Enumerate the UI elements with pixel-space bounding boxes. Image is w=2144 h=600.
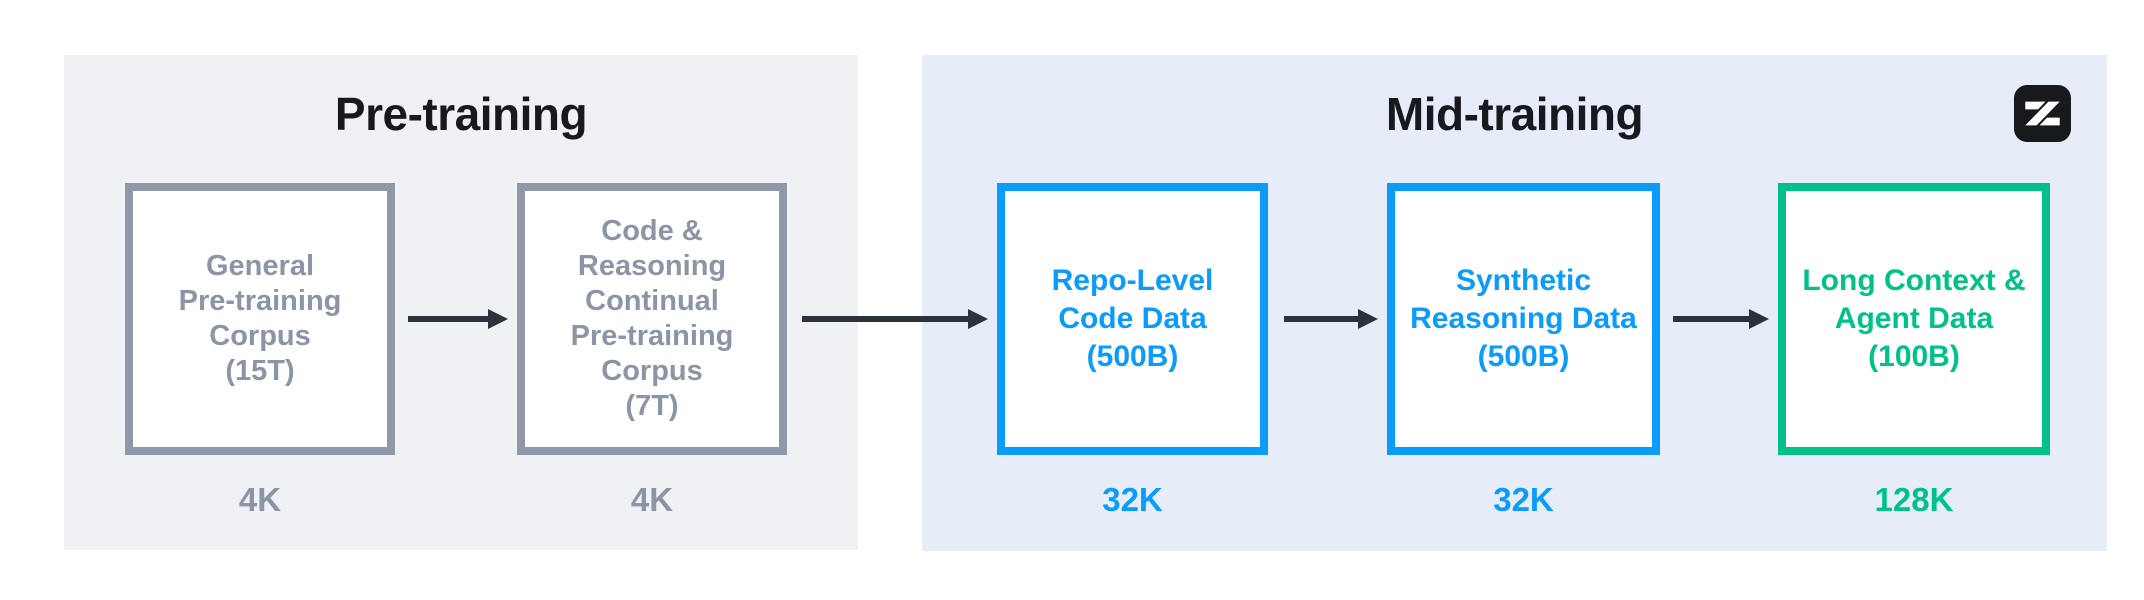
node-box: Repo-Level Code Data (500B) [997, 183, 1268, 455]
panel-pre-training: Pre-training General Pre-training Corpus… [64, 55, 858, 550]
z-glyph-bottom-bar [2039, 117, 2060, 126]
node-text: Repo-Level Code Data (500B) [1051, 264, 1214, 373]
flow-arrow-1 [408, 309, 508, 329]
node-box: Long Context & Agent Data (100B) [1778, 183, 2050, 455]
node-text: Code & Reasoning Continual Pre-training … [570, 215, 734, 422]
flow-arrow-3 [1284, 309, 1378, 329]
node-box: Synthetic Reasoning Data (500B) [1387, 183, 1660, 455]
z-glyph-top-bar [2025, 101, 2046, 110]
zai-logo [2014, 85, 2071, 142]
context-window-label: 32K [1493, 481, 1554, 518]
mid-training-title: Mid-training [1385, 88, 1644, 140]
node-long-context-agent-data: Long Context & Agent Data (100B) 128K [1778, 183, 2050, 519]
context-window-label: 32K [1102, 481, 1163, 518]
node-synthetic-reasoning-data: Synthetic Reasoning Data (500B) 32K [1387, 183, 1660, 519]
node-box: General Pre-training Corpus (15T) [125, 183, 395, 455]
flow-arrow-4 [1673, 309, 1769, 329]
z-glyph-diagonal [2025, 101, 2060, 126]
pre-training-title: Pre-training [334, 88, 588, 140]
node-code-reasoning-continual-corpus: Code & Reasoning Continual Pre-training … [517, 183, 787, 519]
flow-arrow-2 [802, 309, 988, 329]
node-text: Long Context & Agent Data (100B) [1802, 264, 2026, 373]
node-box: Code & Reasoning Continual Pre-training … [517, 183, 787, 455]
context-window-label: 4K [630, 481, 674, 518]
node-text: Synthetic Reasoning Data (500B) [1410, 264, 1637, 373]
context-window-label: 128K [1874, 481, 1954, 518]
node-text: General Pre-training Corpus (15T) [178, 250, 342, 387]
node-general-pretraining-corpus: General Pre-training Corpus (15T) 4K [125, 183, 395, 519]
panel-mid-training: Mid-training Repo-Level Code Data (500B)… [922, 55, 2107, 551]
node-repo-level-code-data: Repo-Level Code Data (500B) 32K [997, 183, 1268, 519]
context-window-label: 4K [238, 481, 282, 518]
